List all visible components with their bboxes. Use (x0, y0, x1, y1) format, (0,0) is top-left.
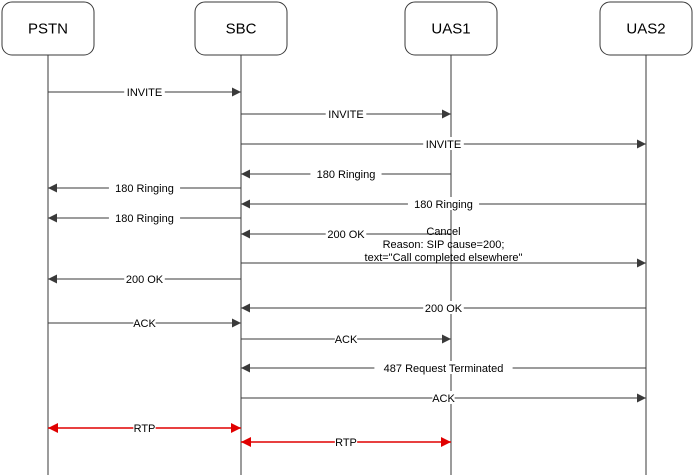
participant-box-uas1 (404, 1, 498, 56)
message-3-invite: INVITE (241, 137, 646, 151)
participant-label-sbc: SBC (226, 21, 257, 38)
message-label-background (407, 197, 480, 210)
message-label-background (124, 85, 165, 98)
message-label: RTP (134, 423, 156, 435)
message-2-invite: INVITE (241, 107, 451, 121)
participant-box-uas2 (599, 1, 693, 56)
message-label-background (325, 227, 367, 240)
participant-label-uas1: UAS1 (431, 21, 470, 38)
message-label: 200 OK (126, 274, 164, 286)
message-label-background (423, 137, 464, 150)
message-label: RTP (335, 437, 357, 449)
message-11-200-ok: 200 OK (241, 301, 646, 315)
participant-label-uas2: UAS2 (626, 21, 665, 38)
message-label: 180 Ringing (115, 183, 174, 195)
message-label-background (124, 272, 165, 285)
message-label: ACK (133, 318, 156, 330)
message-label-background (334, 435, 358, 448)
message-label: 487 Request Terminated (384, 363, 504, 375)
participant-box-pstn (1, 1, 95, 56)
message-12-ack: ACK (48, 316, 241, 330)
lifelines (47, 55, 647, 475)
message-15-ack: ACK (241, 391, 646, 405)
message-5-180-ringing: 180 Ringing (48, 181, 241, 195)
message-label: INVITE (127, 87, 162, 99)
participant-label-pstn: PSTN (28, 21, 68, 38)
message-label: 200 OK (327, 229, 365, 241)
message-label: 200 OK (425, 303, 463, 315)
message-17-rtp: RTP (241, 435, 451, 449)
message-label-background (325, 107, 367, 120)
message-label: INVITE (426, 139, 461, 151)
message-label-background (334, 332, 358, 345)
message-label: INVITE (328, 109, 363, 121)
message-label-background (423, 301, 464, 314)
message-label: ACK (432, 393, 455, 405)
message-label: 180 Ringing (317, 169, 376, 181)
message-label-background (133, 421, 156, 434)
message-label: 180 Ringing (414, 199, 473, 211)
message-6-180-ringing: 180 Ringing (241, 197, 646, 211)
message-8-200-ok: 200 OK (241, 227, 451, 241)
message-label-background (108, 211, 181, 224)
participant-box-sbc (194, 1, 288, 56)
message-label-background (133, 316, 156, 329)
message-4-180-ringing: 180 Ringing (241, 167, 451, 181)
message-16-rtp: RTP (48, 421, 241, 435)
messages: INVITE INVITE INVITE 180 Ringing 180 Ringing… (48, 85, 646, 449)
message-label-background (432, 391, 455, 404)
message-14-487-request-terminated: 487 Request Terminated (241, 361, 646, 375)
message-10-200-ok: 200 OK (48, 272, 241, 286)
message-label: 180 Ringing (115, 213, 174, 225)
message-label-background (374, 361, 513, 374)
message-label-background (108, 181, 181, 194)
participant-boxes: PSTN SBC UAS1 UAS2 (1, 1, 693, 56)
message-label-background (310, 167, 382, 180)
message-1-invite: INVITE (48, 85, 241, 99)
message-7-180-ringing: 180 Ringing (48, 211, 241, 225)
message-13-ack: ACK (241, 332, 451, 346)
message-label: ACK (335, 334, 358, 346)
